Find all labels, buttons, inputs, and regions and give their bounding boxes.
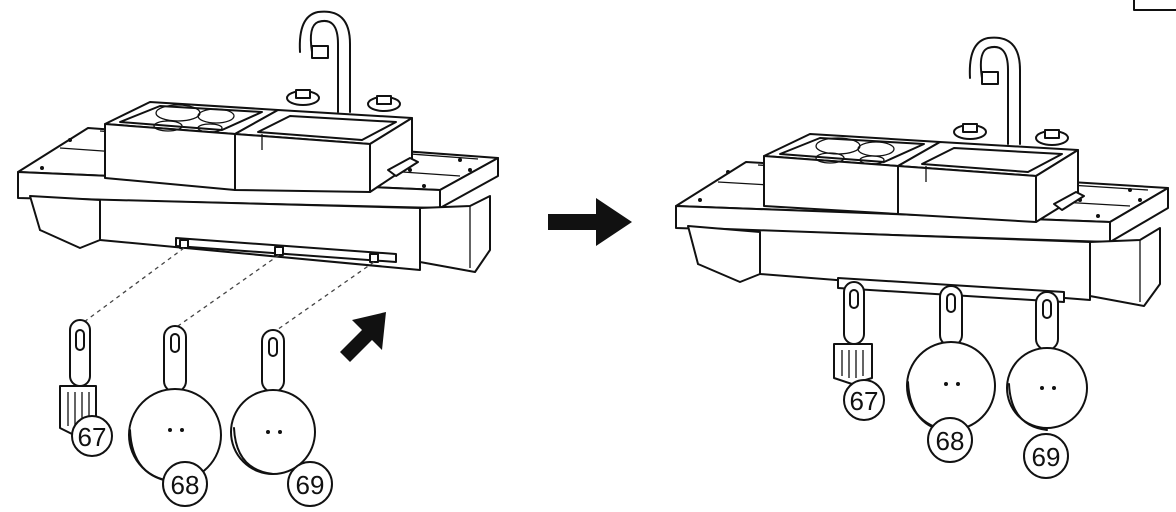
arrow-right-icon <box>548 198 632 246</box>
spatula-part: 67 <box>59 319 113 457</box>
part-label-69: 69 <box>296 470 325 500</box>
part-label-67-after: 67 <box>850 386 879 416</box>
spatula-hung: 67 <box>833 281 885 421</box>
small-pan-part: 69 <box>230 329 333 507</box>
part-label-69-after: 69 <box>1032 442 1061 472</box>
hanging-rail-before <box>175 237 397 263</box>
kitchen-unit-after <box>675 36 1169 307</box>
part-label-67: 67 <box>78 422 107 452</box>
large-pan-hung: 68 <box>906 285 996 463</box>
page-corner-frame <box>1133 0 1176 11</box>
part-label-68-after: 68 <box>936 426 965 456</box>
part-label-68: 68 <box>171 470 200 500</box>
kitchen-unit-before <box>17 10 499 273</box>
large-pan-part: 68 <box>128 325 222 507</box>
arrow-up-right-icon <box>340 312 386 362</box>
small-pan-hung: 69 <box>1006 291 1088 479</box>
